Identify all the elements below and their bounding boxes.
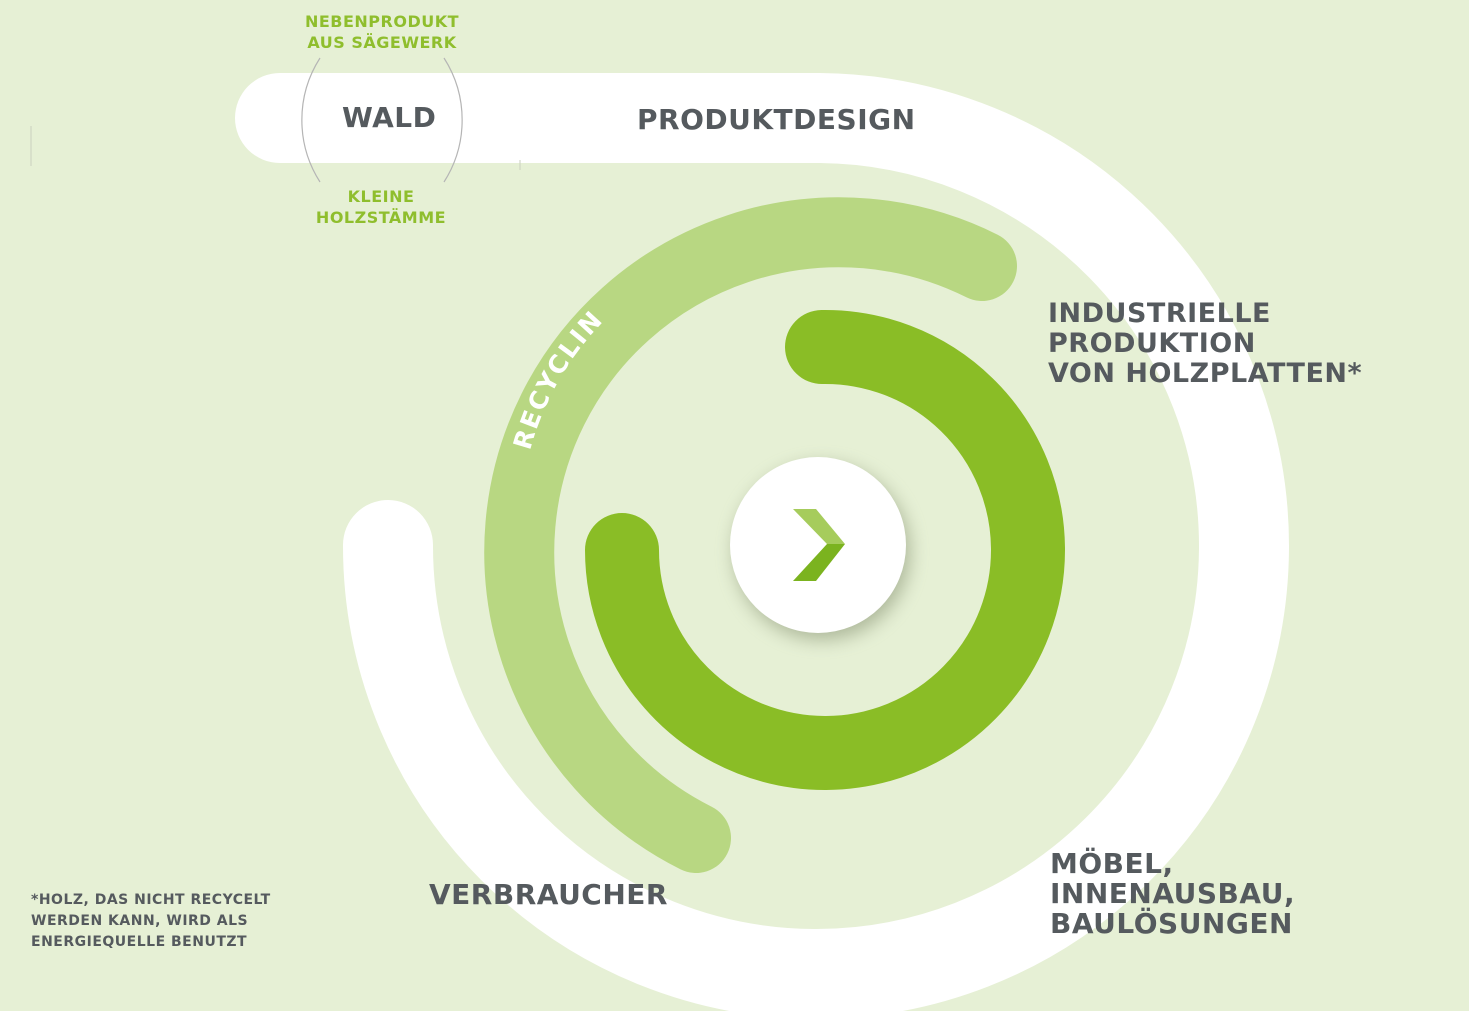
forest-label: WALD	[342, 101, 437, 134]
outer-track	[235, 73, 1289, 1011]
forest-bracket-right	[443, 57, 463, 183]
byproduct-label: NEBENPRODUKT AUS SÄGEWERK	[304, 12, 460, 52]
forest-bracket-left	[301, 57, 321, 183]
production-arc	[585, 309, 1065, 790]
consumer-label: VERBRAUCHER	[429, 878, 668, 911]
small-logs-label: KLEINE HOLZSTÄMME	[315, 187, 447, 227]
chevron-logo-icon	[793, 509, 845, 581]
footnote: *HOLZ, DAS NICHT RECYCELT WERDEN KANN, W…	[31, 892, 271, 950]
center-disc	[730, 457, 906, 633]
recycling-arc	[484, 197, 1017, 873]
recycling-label: RECYCLING	[0, 0, 609, 453]
industrial-production-label: INDUSTRIELLE PRODUKTION VON HOLZPLATTEN*	[1048, 298, 1363, 389]
furniture-label: MÖBEL, INNENAUSBAU, BAULÖSUNGEN	[1050, 847, 1296, 940]
product-design-label: PRODUKTDESIGN	[637, 103, 916, 136]
